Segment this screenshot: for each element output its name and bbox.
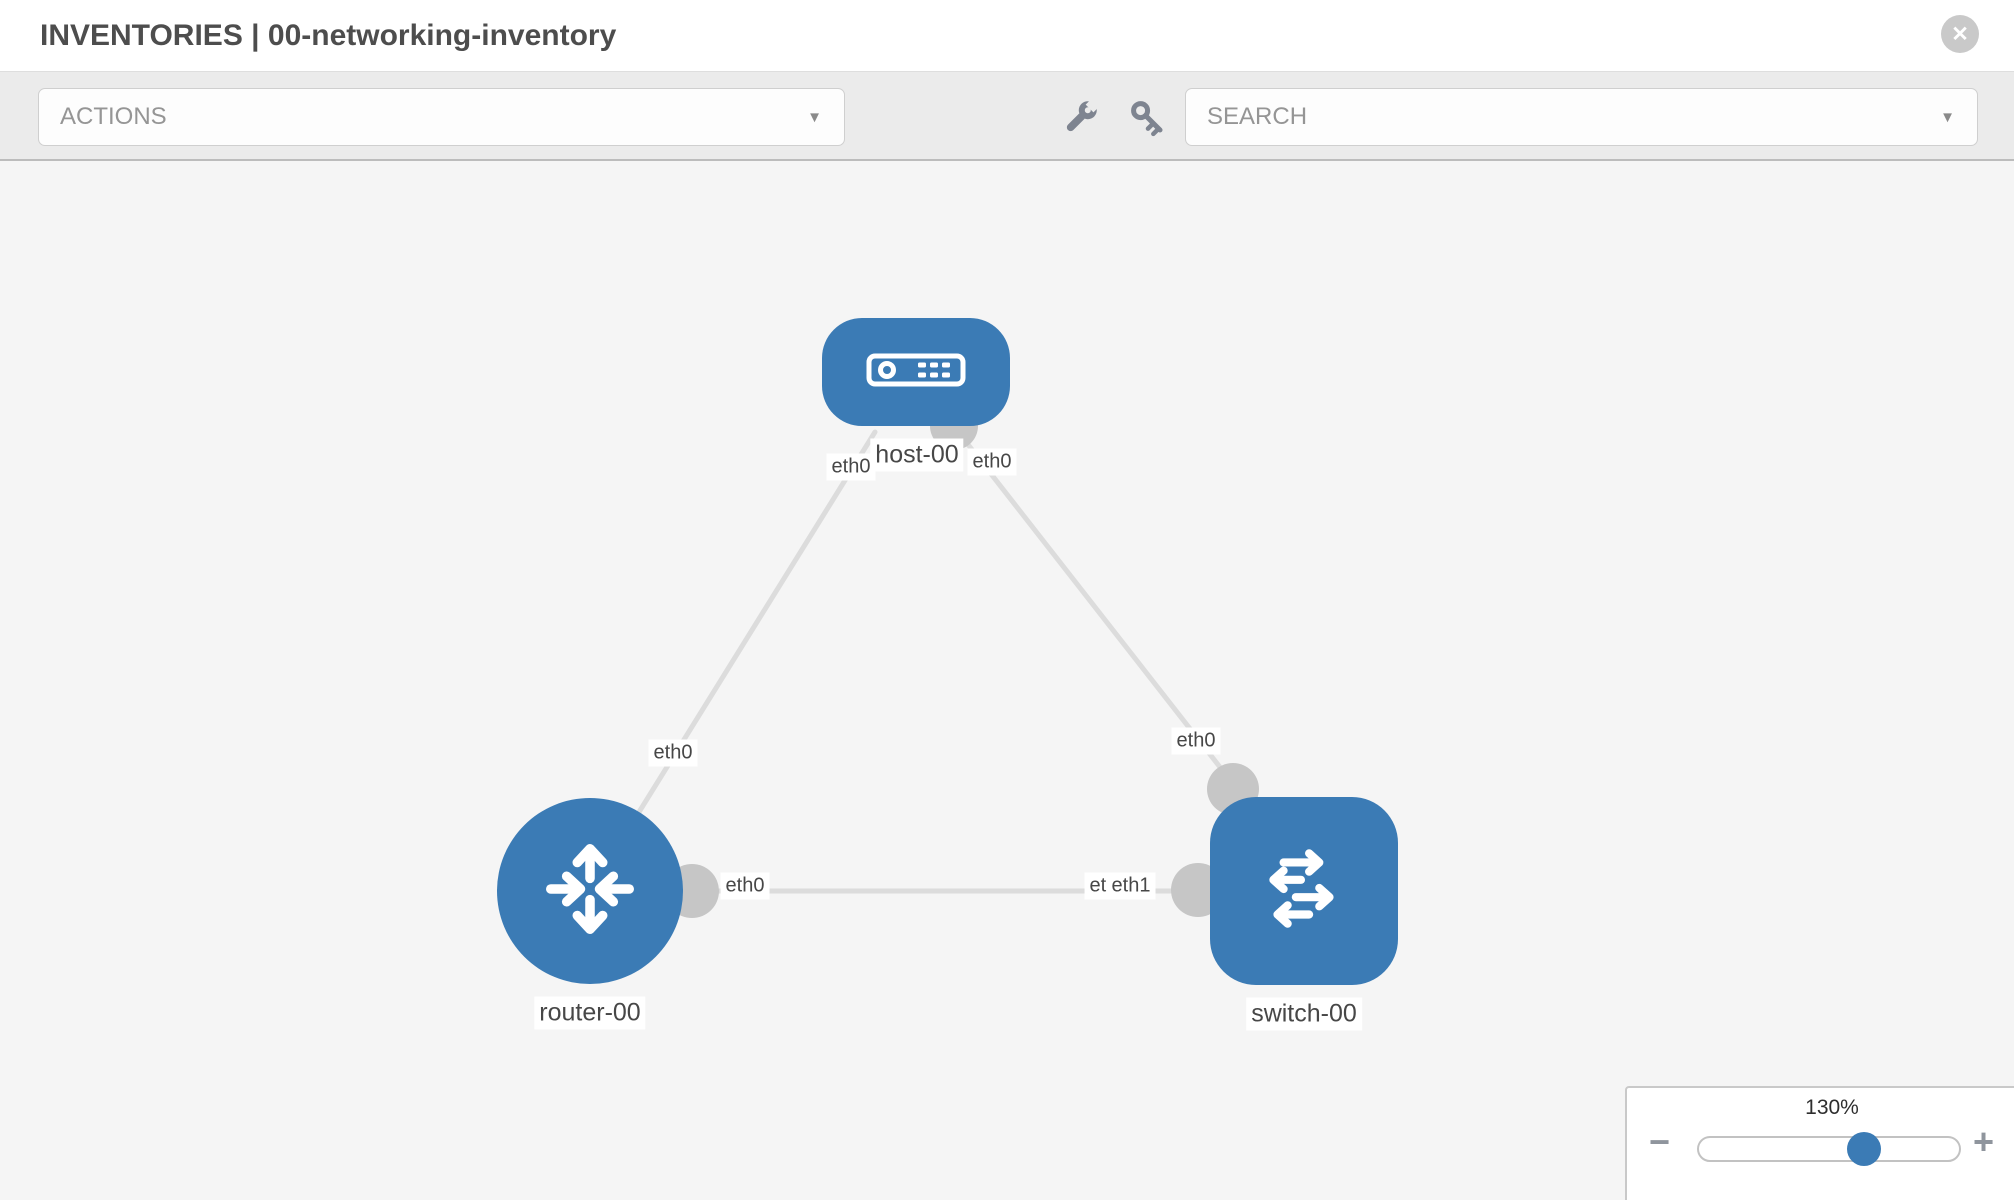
interface-label-switch-eth1: eth1 (1106, 872, 1156, 900)
interface-label-switch-eth0-uplink: eth0 (1171, 727, 1221, 755)
switch-icon (1253, 838, 1355, 945)
zoom-out-button[interactable]: − (1649, 1121, 1671, 1162)
search-dropdown-label: SEARCH (1207, 103, 1308, 130)
header-bar: INVENTORIES | 00-networking-inventory ✕ (0, 0, 2014, 72)
page-title: INVENTORIES | 00-networking-inventory (40, 19, 617, 52)
zoom-control-panel: 130% − + (1625, 1086, 2014, 1200)
toolbar: ACTIONS ▼ (0, 72, 2014, 161)
chevron-down-icon: ▼ (1940, 108, 1955, 126)
interface-label-router-eth0: eth0 (720, 872, 770, 900)
search-dropdown[interactable]: SEARCH ▼ (1185, 88, 1978, 146)
node-switch-00[interactable] (1210, 797, 1398, 985)
zoom-in-button[interactable]: + (1973, 1121, 1995, 1162)
zoom-slider-track[interactable] (1697, 1132, 1961, 1166)
close-button[interactable]: ✕ (1941, 15, 1979, 53)
node-label-host: host-00 (870, 438, 964, 472)
node-label-switch: switch-00 (1246, 997, 1362, 1031)
actions-dropdown[interactable]: ACTIONS ▼ (38, 88, 845, 146)
zoom-level-value: 130% (1805, 1096, 1859, 1119)
router-icon (537, 836, 643, 947)
interface-label-host-eth0-right: eth0 (967, 448, 1017, 476)
key-icon (1126, 101, 1170, 144)
host-icon (866, 353, 966, 392)
interface-label-host-eth0-left: eth0 (826, 453, 876, 481)
close-icon: ✕ (1951, 22, 1969, 46)
chevron-down-icon: ▼ (807, 108, 822, 126)
node-router-00[interactable] (497, 798, 683, 984)
zoom-slider-handle[interactable] (1847, 1132, 1881, 1166)
wrench-button[interactable] (1058, 96, 1102, 140)
actions-dropdown-label: ACTIONS (60, 103, 167, 130)
interface-label-router-eth0-uplink: eth0 (648, 739, 698, 767)
node-host-00[interactable] (822, 318, 1010, 426)
key-button[interactable] (1126, 96, 1170, 140)
node-label-router: router-00 (534, 996, 646, 1030)
wrench-icon (1058, 97, 1102, 144)
